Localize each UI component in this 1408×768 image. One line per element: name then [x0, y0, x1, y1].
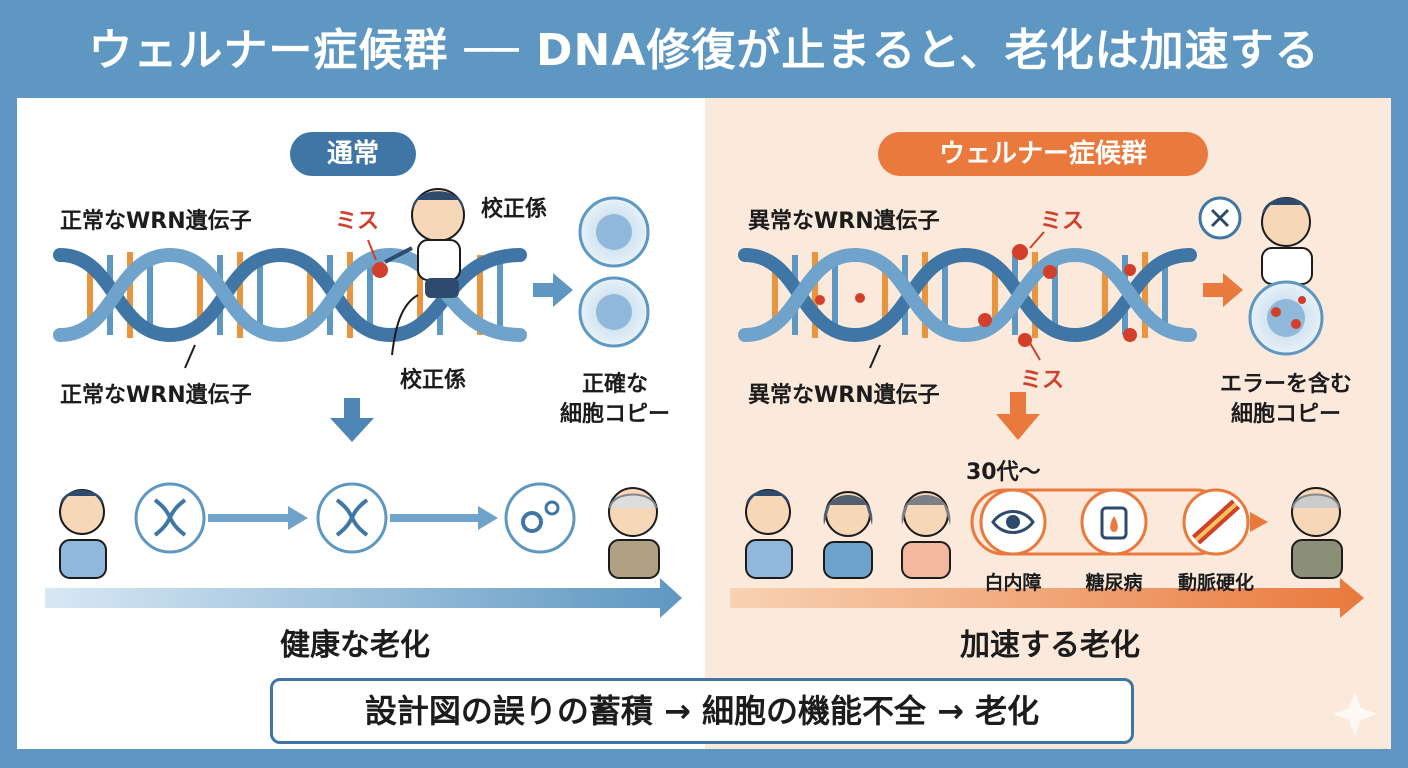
- proofreader-label-top: 校正係: [481, 197, 548, 222]
- mistake-pointer-line: [367, 239, 377, 261]
- mistake-spot: [372, 262, 388, 278]
- mistake-label: ミス: [335, 209, 380, 234]
- disease-label-cataract: 白内障: [984, 572, 1042, 594]
- abnormal-gene-label-bottom: 異常なWRN遺伝子: [748, 383, 940, 408]
- normal-gene-label-bottom: 正常なWRN遺伝子: [60, 383, 252, 408]
- error-cell-icon: [1248, 280, 1324, 356]
- correct-cell-icons: [578, 196, 650, 348]
- down-arrow-werner: [996, 392, 1040, 440]
- accelerated-timeline-arrow: [730, 578, 1364, 618]
- child-icon-werner: [745, 489, 793, 579]
- abnormal-gene-label-top: 異常なWRN遺伝子: [748, 209, 940, 234]
- aged-sad-icon: [1291, 487, 1343, 579]
- arrow-to-cells: [533, 273, 573, 307]
- normal-dna-helix: [53, 247, 527, 343]
- correct-copy-label-2: 細胞コピー: [559, 402, 670, 427]
- disease-label-diabetes: 糖尿病: [1085, 572, 1143, 594]
- adult-woman-icon: [823, 491, 873, 579]
- werner-badge: ウェルナー症候群: [878, 132, 1208, 176]
- error-copy-label-1: エラーを含む: [1219, 372, 1352, 397]
- arrow-to-error-cell: [1203, 273, 1243, 307]
- summary-box: 設計図の誤りの蓄積 → 細胞の機能不全 → 老化: [270, 678, 1134, 744]
- page-title: ウェルナー症候群 ── DNA修復が止まると、老化は加速する: [88, 25, 1320, 76]
- normal-gene-label-top: 正常なWRN遺伝子: [60, 209, 252, 234]
- proofreader-pointer-line: [391, 294, 419, 356]
- older-woman-icon: [901, 491, 951, 579]
- proofreader-label-bottom: 校正係: [400, 368, 467, 393]
- correct-copy-label-1: 正確な: [581, 372, 648, 397]
- abnormal-dna-helix: [738, 247, 1197, 343]
- healthy-timeline-arrow: [45, 578, 682, 618]
- proofreader-person-icon: [384, 188, 465, 298]
- sparkle-icon: [1333, 692, 1377, 736]
- error-copy-label-2: 細胞コピー: [1230, 402, 1341, 427]
- mistake-label-bottom: ミス: [1020, 368, 1065, 393]
- child-icon: [59, 489, 107, 579]
- gene-pointer-line: [184, 344, 196, 369]
- disease-label-arteriosclerosis: 動脈硬化: [1177, 572, 1254, 594]
- sad-proofreader-icon: [1198, 196, 1313, 285]
- accelerated-aging-label: 加速する老化: [960, 628, 1140, 663]
- mistake-label-top: ミス: [1040, 209, 1085, 234]
- down-arrow-normal: [330, 398, 374, 442]
- onset-age-label: 30代〜: [966, 460, 1041, 485]
- healthy-aging-label: 健康な老化: [280, 628, 430, 663]
- normal-badge: 通常: [290, 132, 416, 176]
- error-spots: [815, 244, 1137, 347]
- elderly-icon: [608, 487, 660, 579]
